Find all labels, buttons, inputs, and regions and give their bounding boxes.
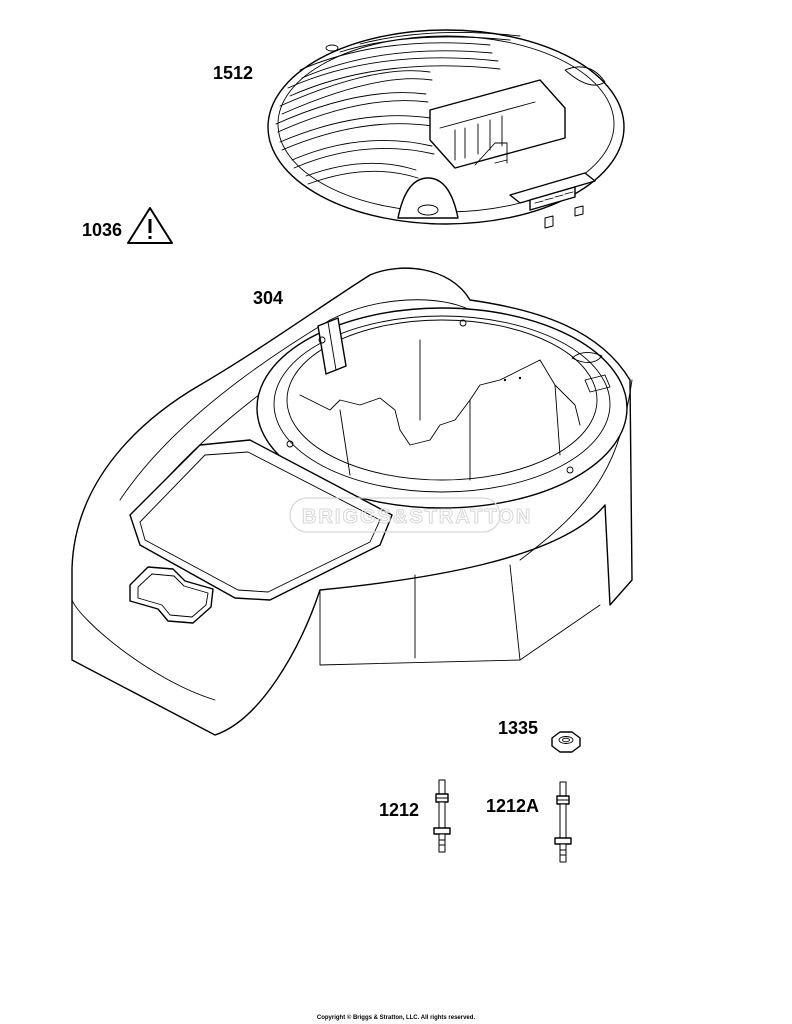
copyright-text: Copyright © Briggs & Stratton, LLC. All … xyxy=(317,1014,476,1021)
warning-triangle-icon xyxy=(127,207,173,244)
stud-1212[interactable] xyxy=(433,779,451,853)
label-1212: 1212 xyxy=(379,800,419,820)
watermark: BRIGGS&STRATTON xyxy=(289,497,532,533)
label-304: 304 xyxy=(253,288,283,308)
label-1335: 1335 xyxy=(498,718,538,738)
stud-1212a[interactable] xyxy=(554,781,572,863)
svg-text:BRIGGS&STRATTON: BRIGGS&STRATTON xyxy=(302,506,532,528)
label-1512: 1512 xyxy=(213,63,253,83)
blower-housing[interactable] xyxy=(71,267,633,736)
hex-nut[interactable] xyxy=(551,731,581,753)
air-cleaner-cover[interactable] xyxy=(267,29,625,229)
label-1212A: 1212A xyxy=(486,796,539,816)
briggs-stratton-logo-icon xyxy=(129,566,214,624)
label-1036: 1036 xyxy=(82,220,122,240)
